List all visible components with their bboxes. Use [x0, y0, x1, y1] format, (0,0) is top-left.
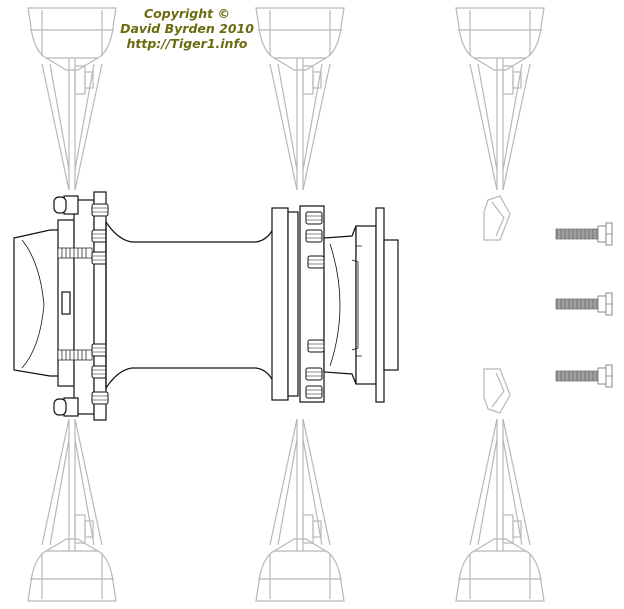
middle-wheel-bottom [255, 418, 345, 602]
right-wheel-bottom [455, 418, 545, 602]
hub-barrel [105, 220, 277, 390]
right-hub-flange [271, 205, 399, 403]
copyright-line: Copyright © [144, 6, 230, 21]
left-hub-flange [13, 191, 107, 421]
copyright-notice: Copyright © David Byrden 2010 http://Tig… [112, 6, 262, 51]
author-line: David Byrden 2010 [120, 21, 254, 36]
right-spoke-tip-upper [483, 195, 511, 241]
middle-wheel-top [255, 7, 345, 191]
bolt-upper [555, 222, 613, 246]
bolt-middle [555, 292, 613, 316]
website-line: http://Tiger1.info [126, 36, 248, 51]
bolt-lower [555, 364, 613, 388]
left-wheel-top [27, 7, 117, 191]
left-wheel-bottom [27, 418, 117, 602]
right-spoke-tip-lower [483, 368, 511, 414]
right-wheel-top [455, 7, 545, 191]
